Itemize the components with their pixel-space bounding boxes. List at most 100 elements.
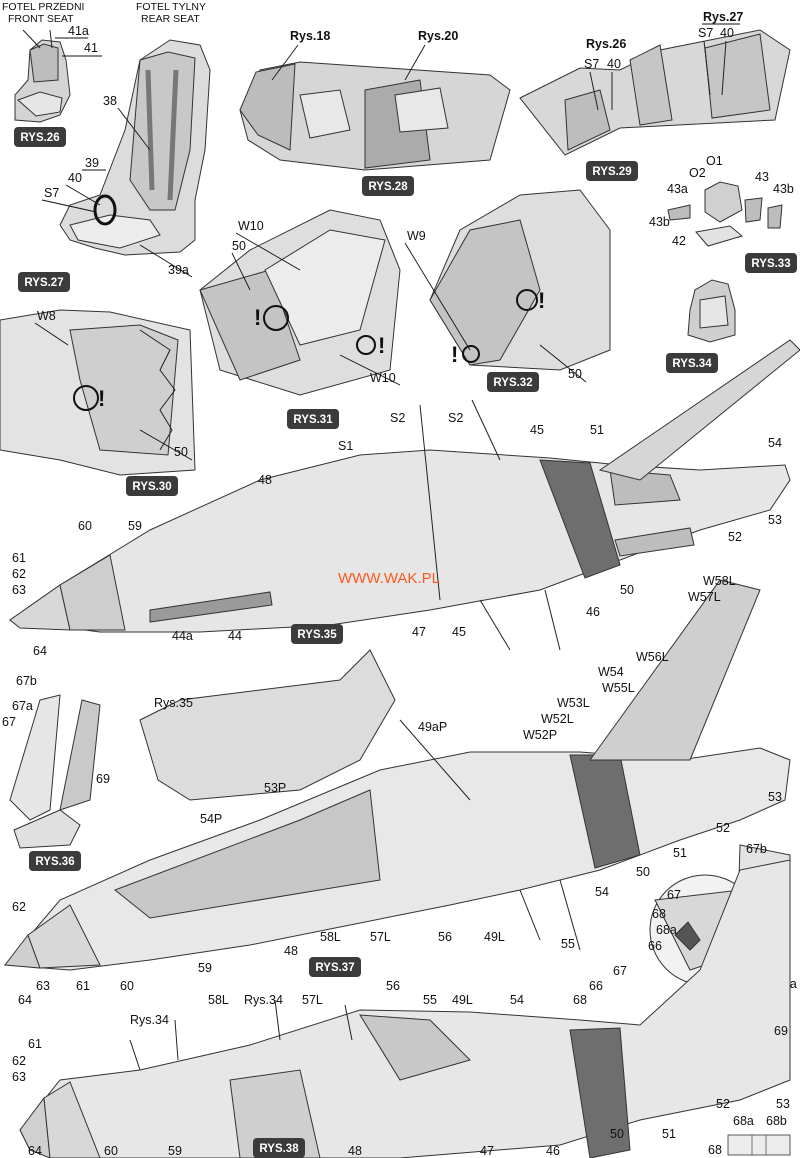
figure-badge bbox=[253, 1138, 305, 1158]
part-69-label: 69 bbox=[96, 772, 110, 786]
figure-badge bbox=[18, 272, 70, 292]
part-64-label: 64 bbox=[28, 1144, 42, 1158]
part-69-label: 69 bbox=[774, 1024, 788, 1038]
part-51-label: 51 bbox=[590, 423, 604, 437]
part-o2-label: O2 bbox=[689, 166, 706, 180]
figure-38-side-view: RYS.38 bbox=[19, 859, 791, 1158]
part-52-label: 52 bbox=[716, 821, 730, 835]
ref-rys20: Rys.20 bbox=[418, 29, 458, 43]
ref-rys34: Rys.34 bbox=[130, 1013, 169, 1027]
part-48-label: 48 bbox=[348, 1144, 362, 1158]
figure-badge bbox=[487, 372, 539, 392]
part-61-label: 61 bbox=[76, 979, 90, 993]
rear-seat-title-pl: FOTEL TYLNY bbox=[136, 1, 206, 13]
part-45-label: 45 bbox=[452, 625, 466, 639]
part-59-label: 59 bbox=[128, 519, 142, 533]
part-49l-label: 49L bbox=[484, 930, 505, 944]
part-52-label: 52 bbox=[728, 530, 742, 544]
part-63-label: 63 bbox=[12, 583, 26, 597]
part-59-label: 59 bbox=[198, 961, 212, 975]
part-s7-label: S7 bbox=[44, 186, 59, 200]
part-48-label: 48 bbox=[284, 944, 298, 958]
part-w58l-label: W58L bbox=[703, 574, 736, 588]
part-57l-label: 57L bbox=[302, 993, 323, 1007]
part-w8-label: W8 bbox=[37, 309, 56, 323]
part-43a-label: 43a bbox=[667, 182, 688, 196]
figure-label-rys37: RYS.37 bbox=[315, 962, 354, 974]
front-seat-title-pl: FOTEL PRZEDNI bbox=[2, 1, 84, 13]
figure-34-seat-base: RYS.34 bbox=[666, 279, 736, 373]
figure-33-detail-parts: RYS.33 bbox=[667, 181, 797, 273]
ref-rys18: Rys.18 bbox=[290, 29, 330, 43]
part-58l-label: 58L bbox=[208, 993, 229, 1007]
figure-badge bbox=[126, 476, 178, 496]
ref-rys35: Rys.35 bbox=[154, 696, 193, 710]
part-46-label: 46 bbox=[546, 1144, 560, 1158]
part-53-label: 53 bbox=[776, 1097, 790, 1111]
part-68a-label: 68a bbox=[656, 923, 677, 937]
figure-label-rys30: RYS.30 bbox=[132, 481, 171, 493]
part-55-label: 55 bbox=[423, 993, 437, 1007]
part-63-label: 63 bbox=[12, 1070, 26, 1084]
part-40-label: 40 bbox=[607, 57, 621, 71]
part-40-label: 40 bbox=[720, 26, 734, 40]
part-67-label: 67 bbox=[667, 888, 681, 902]
part-40-label: 40 bbox=[68, 171, 82, 185]
part-39a-label: 39a bbox=[168, 263, 189, 277]
part-54-label: 54 bbox=[510, 993, 524, 1007]
part-50-label: 50 bbox=[610, 1127, 624, 1141]
warning-mark: ! bbox=[451, 342, 458, 367]
warning-mark: ! bbox=[538, 288, 545, 313]
figure-28-cockpit-tub: RYS.28 bbox=[239, 61, 511, 196]
part-53p-label: 53P bbox=[264, 781, 286, 795]
part-w10-label: W10 bbox=[238, 219, 264, 233]
part-48-label: 48 bbox=[258, 473, 272, 487]
part-w53l-label: W53L bbox=[557, 696, 590, 710]
part-s7-label: S7 bbox=[698, 26, 713, 40]
part-o1-label: O1 bbox=[706, 154, 723, 168]
part-43b-label: 43b bbox=[649, 215, 670, 229]
ref-rys26: Rys.26 bbox=[586, 37, 626, 51]
figure-badge bbox=[309, 957, 361, 977]
figure-badge bbox=[14, 127, 66, 147]
part-64-label: 64 bbox=[18, 993, 32, 1007]
figure-label-rys34: RYS.34 bbox=[672, 358, 712, 370]
part-66-label: 66 bbox=[648, 939, 662, 953]
part-39-label: 39 bbox=[85, 156, 99, 170]
part-41-label: 41 bbox=[84, 41, 98, 55]
figure-35-fuselage-top: RYS.35 bbox=[8, 339, 800, 651]
figure-27-rear-seat: RYS.27 bbox=[18, 39, 211, 292]
part-63-label: 63 bbox=[36, 979, 50, 993]
part-44a-label: 44a bbox=[172, 629, 193, 643]
part-s7-label: S7 bbox=[584, 57, 599, 71]
warning-mark: ! bbox=[98, 386, 105, 411]
figure-label-rys31: RYS.31 bbox=[293, 414, 333, 426]
part-46-label: 46 bbox=[586, 605, 600, 619]
part-68b-label: 68b bbox=[766, 1114, 787, 1128]
part-61-label: 61 bbox=[12, 551, 26, 565]
figure-37-aircraft-assembly: RYS.37 bbox=[3, 579, 791, 977]
part-64-label: 64 bbox=[33, 644, 47, 658]
part-44-label: 44 bbox=[228, 629, 242, 643]
part-66-label: 66 bbox=[589, 979, 603, 993]
figure-36-fin-parts: RYS.36 bbox=[9, 694, 101, 871]
warning-mark: ! bbox=[254, 305, 261, 330]
part-67a-label: 67a bbox=[12, 699, 33, 713]
figure-badge bbox=[666, 353, 718, 373]
part-61-label: 61 bbox=[28, 1037, 42, 1051]
part-w9-label: W9 bbox=[407, 229, 426, 243]
figure-label-rys38: RYS.38 bbox=[259, 1143, 299, 1155]
part-42-label: 42 bbox=[672, 234, 686, 248]
watermark: WWW.WAK.PL bbox=[338, 570, 440, 587]
figure-label-rys32: RYS.32 bbox=[493, 377, 532, 389]
figure-badge bbox=[287, 409, 339, 429]
part-52-label: 52 bbox=[716, 1097, 730, 1111]
part-w10-label: W10 bbox=[370, 371, 396, 385]
part-s2-label: S2 bbox=[390, 411, 405, 425]
figure-29-canopy-side: RYS.29 bbox=[519, 29, 791, 181]
ref-rys27: Rys.27 bbox=[703, 10, 743, 24]
part-54-label: 54 bbox=[768, 436, 782, 450]
part-w56l-label: W56L bbox=[636, 650, 669, 664]
figure-badge bbox=[745, 253, 797, 273]
